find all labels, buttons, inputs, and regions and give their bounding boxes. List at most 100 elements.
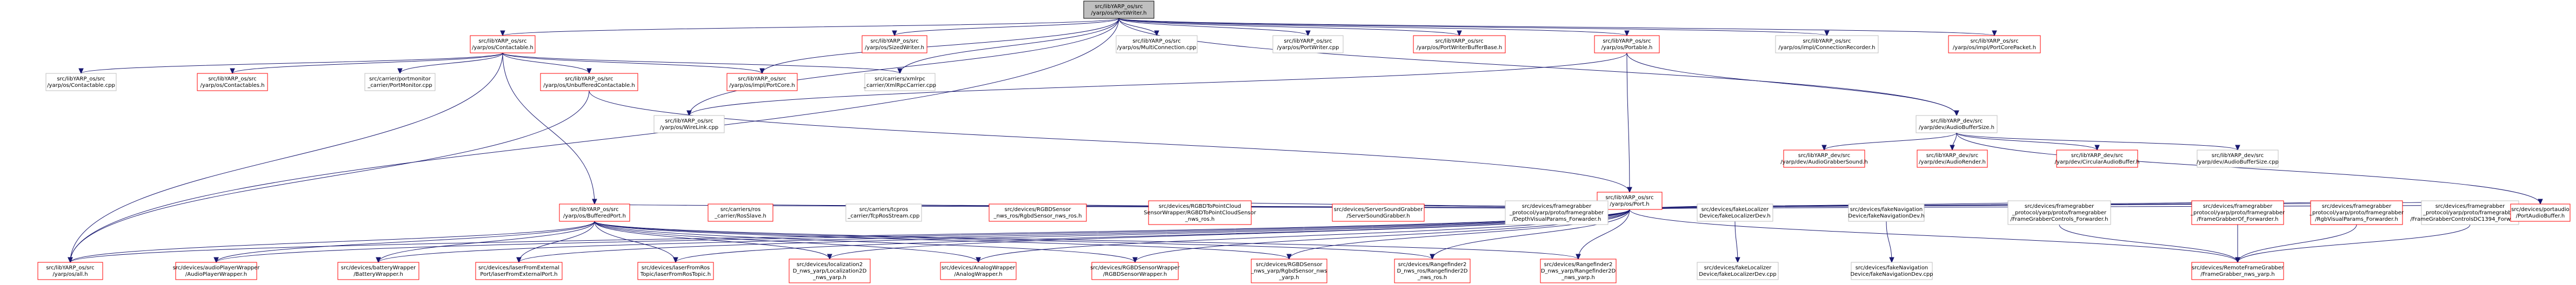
node-analogwrapper[interactable]: src/devices/AnalogWrapper/AnalogWrapper.… <box>940 262 1017 280</box>
edge-arrowhead <box>1154 30 1159 37</box>
node-label-line: /yarp/dev/AudioRender.h <box>1919 159 1986 165</box>
node-portcoreh[interactable]: src/libYARP_os/src/yarp/os/impl/PortCore… <box>726 73 798 91</box>
node-box <box>1116 35 1198 53</box>
node-label-line: src/devices/ServerSoundGrabber <box>1334 207 1424 213</box>
node-circularaudio[interactable]: src/libYARP_dev/src/yarp/dev/CircularAud… <box>2055 150 2140 168</box>
node-fakelocalizercpp[interactable]: src/devices/fakeLocalizerDevice/fakeLoca… <box>1697 262 1779 280</box>
node-sizedwriter[interactable]: src/libYARP_os/src/yarp/os/SizedWriter.h <box>862 35 927 53</box>
edge-portwriter-to-contactable <box>502 18 1119 36</box>
node-rangefinderros[interactable]: src/devices/Rangefinder2D_nws_ros/Rangef… <box>1394 259 1471 283</box>
node-label-line: src/devices/framegrabber <box>1522 203 1592 209</box>
node-pwbufferbase[interactable]: src/libYARP_os/src/yarp/os/PortWriterBuf… <box>1413 35 1506 53</box>
node-contactable[interactable]: src/libYARP_os/src/yarp/os/Contactable.h <box>470 35 536 53</box>
node-box <box>175 262 257 280</box>
edge-arrowhead <box>2538 199 2543 205</box>
node-serversound[interactable]: src/devices/ServerSoundGrabber/ServerSou… <box>1332 203 1425 222</box>
node-batterywrapper[interactable]: src/devices/batteryWrapper/BatteryWrappe… <box>337 262 419 280</box>
node-portwriter[interactable]: src/libYARP_os/src/yarp/os/PortWriter.h <box>1083 1 1154 19</box>
node-portaudio[interactable]: src/devices/portaudio/PortAudioBuffer.h <box>2510 203 2571 222</box>
node-box <box>1594 35 1660 53</box>
node-label-line: _carrier/TcpRosStream.cpp <box>847 213 920 219</box>
node-box <box>2310 200 2403 225</box>
edge-arrowhead <box>1954 110 1959 117</box>
node-label-line: src/libYARP_os/src <box>870 38 918 44</box>
edge-porth-to-rangefinderros <box>1432 209 1630 260</box>
edge-arrowhead <box>516 257 522 263</box>
node-audiograbber[interactable]: src/libYARP_dev/src/yarp/dev/AudioGrabbe… <box>1780 150 1868 168</box>
node-label-line: src/libYARP_dev/src <box>2071 153 2123 159</box>
edge-arrowhead <box>1821 145 1827 151</box>
node-connrecorder[interactable]: src/libYARP_os/src/yarp/os/impl/Connecti… <box>1775 35 1879 53</box>
node-audiobuffersize[interactable]: src/libYARP_dev/src/yarp/dev/AudioBuffer… <box>1916 115 1998 133</box>
edge-bufferedport-to-rangefinderyarp <box>594 221 1579 260</box>
node-xmlrpc[interactable]: src/carriers/xmlrpc_carrier/XmlRpcCarrie… <box>863 73 936 91</box>
edge-arrowhead <box>897 68 903 74</box>
node-rgbdsensorwrapper[interactable]: src/devices/RGBDSensorWrapper/RGBDSensor… <box>1090 262 1180 280</box>
node-portcorepacket[interactable]: src/libYARP_os/src/yarp/os/impl/PortCore… <box>1948 35 2041 53</box>
node-fakenavigation[interactable]: src/devices/fakeNavigationDevice/fakeNav… <box>1848 203 1925 222</box>
node-multiconn[interactable]: src/libYARP_os/src/yarp/os/MultiConnecti… <box>1116 35 1198 53</box>
edge-arrowhead <box>892 30 897 37</box>
node-laserrostopic[interactable]: src/devices/laserFromRosTopic/laserFromR… <box>637 262 714 280</box>
node-unbuffered[interactable]: src/libYARP_os/src/yarp/os/UnbufferedCon… <box>540 73 638 91</box>
node-fakelocalizer[interactable]: src/devices/fakeLocalizerDevice/fakeLoca… <box>1697 203 1773 222</box>
edge-arrowhead <box>230 68 235 74</box>
node-rgbdpointcloud[interactable]: src/devices/RGBDToPointCloudSensorWrappe… <box>1144 200 1257 225</box>
node-wirelink[interactable]: src/libYARP_os/src/yarp/os/WireLink.cpp <box>653 115 725 133</box>
node-fgcontrols[interactable]: src/devices/framegrabber_protocol/yarp/p… <box>2007 200 2111 225</box>
node-audioplayer[interactable]: src/devices/audioPlayerWrapper/AudioPlay… <box>173 262 261 280</box>
node-rgbdsensoryarp[interactable]: src/devices/RGBDSensor_nws_yarp/RgbdSens… <box>1251 259 1327 283</box>
edge-porth-to-remoteframegrabber <box>1629 209 2238 263</box>
node-portmonitor[interactable]: src/carrier/portmonitor_carrier/PortMoni… <box>364 73 436 91</box>
node-rgbdsensorros[interactable]: src/devices/RGBDSensor_nws_ros/RgbdSenso… <box>989 203 1087 222</box>
node-localization2d[interactable]: src/devices/localization2D_nws_yarp/Loca… <box>789 259 871 283</box>
node-contactablecpp[interactable]: src/libYARP_os/src/yarp/os/Contactable.c… <box>45 73 117 91</box>
node-box <box>1272 35 1344 53</box>
node-porth[interactable]: src/libYARP_os/src/yarp/os/Port.h <box>1597 192 1663 210</box>
node-box <box>1394 259 1471 283</box>
node-audiobuffersizecpp[interactable]: src/libYARP_dev/src/yarp/dev/AudioBuffer… <box>2197 150 2279 168</box>
node-fakenavigationcpp[interactable]: src/devices/fakeNavigationDevice/fakeNav… <box>1850 262 1933 280</box>
node-box <box>1091 262 1179 280</box>
node-contactables[interactable]: src/libYARP_os/src/yarp/os/Contactables.… <box>197 73 268 91</box>
node-box <box>1775 35 1879 53</box>
node-label-line: Port/laserFromExternalPort.h <box>480 272 557 277</box>
node-fgof[interactable]: src/devices/framegrabber_protocol/yarp/p… <box>2190 200 2285 225</box>
edge-unbuffered-to-yarpsall <box>70 90 590 263</box>
node-rosslave[interactable]: src/carriers/ros_carrier/RosSlave.h <box>708 203 773 222</box>
node-rgbvisual[interactable]: src/devices/framegrabber_protocol/yarp/p… <box>2309 200 2404 225</box>
node-remoteframegrabber[interactable]: src/devices/RemoteFrameGrabber/FrameGrab… <box>2191 262 2284 280</box>
edge-audiobuffersize-to-audiobuffersizecpp <box>1956 132 2238 151</box>
node-label-line: src/carriers/ros <box>720 207 760 213</box>
node-label-line: /AudioPlayerWrapper.h <box>185 272 247 277</box>
node-tcprosstream[interactable]: src/carriers/tcpros_carrier/TcpRosStream… <box>845 203 922 222</box>
edges-layer <box>68 18 2543 263</box>
node-label-line: /yarp/os/Contactable.cpp <box>47 83 115 89</box>
node-box <box>1148 200 1252 225</box>
node-rangefinderyarp[interactable]: src/devices/Rangefinder2D_nws_yarp/Range… <box>1540 259 1617 283</box>
node-label-line: src/libYARP_os/src <box>208 76 256 82</box>
edge-bufferedport-to-rgbdsensorwrapper <box>594 221 1136 263</box>
node-portable[interactable]: src/libYARP_os/src/yarp/os/Portable.h <box>1594 35 1660 53</box>
edge-arrowhead <box>397 68 403 74</box>
node-label-line: src/libYARP_dev/src <box>1931 118 1983 124</box>
node-label-line: /yarp/os/impl/PortCorePacket.h <box>1953 45 2036 51</box>
node-label-line: src/devices/RemoteFrameGrabber <box>2192 265 2284 271</box>
node-label-line: src/libYARP_os/src <box>57 76 105 82</box>
edge-arrowhead <box>759 68 765 74</box>
node-depthvisual[interactable]: src/devices/framegrabber_protocol/yarp/p… <box>1505 200 1609 225</box>
node-label-line: /FrameGrabber_nws_yarp.h <box>2200 272 2274 277</box>
node-laserexternal[interactable]: src/devices/laserFromExternalPort/laserF… <box>475 262 563 280</box>
node-portwritercpp[interactable]: src/libYARP_os/src/yarp/os/PortWriter.cp… <box>1272 35 1344 53</box>
node-yarpsall[interactable]: src/libYARP_os/src/yarp/os/all.h <box>37 262 103 280</box>
node-label-line: src/libYARP_dev/src <box>1798 153 1850 159</box>
node-fgcontrolsdc1394[interactable]: src/devices/framegrabber_protocol/yarp/p… <box>2410 200 2530 225</box>
node-audiorender[interactable]: src/libYARP_dev/src/yarp/dev/AudioRender… <box>1917 150 1988 168</box>
node-bufferedport[interactable]: src/libYARP_os/src/yarp/os/BufferedPort.… <box>559 203 630 222</box>
node-label-line: /yarp/os/PortWriterBufferBase.h <box>1417 45 1503 51</box>
node-box <box>1540 259 1617 283</box>
node-box <box>1332 203 1425 222</box>
edge-arrowhead <box>1286 254 1292 260</box>
edge-arrowhead <box>1735 257 1740 263</box>
node-label-line: /yarp/os/UnbufferedContactable.h <box>543 83 635 89</box>
